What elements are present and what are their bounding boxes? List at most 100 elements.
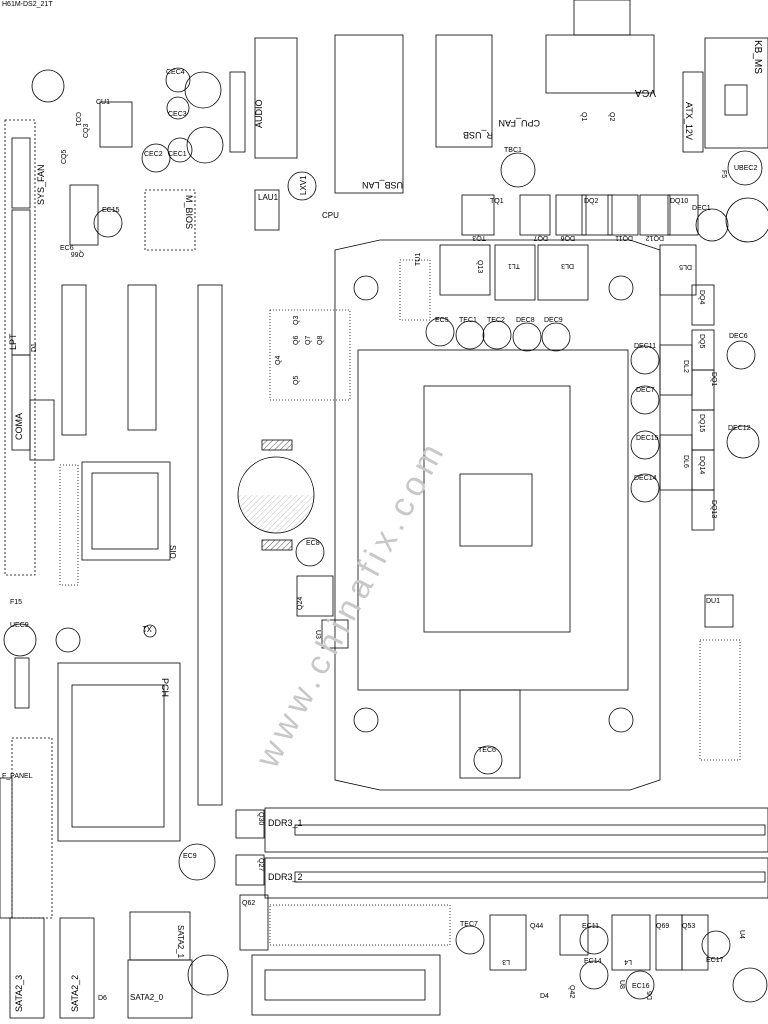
watermark-text: www.chinafix.com xyxy=(248,433,454,775)
q6-label: Q6 xyxy=(293,336,300,345)
dq6-label: DQ6 xyxy=(561,234,576,241)
sata2-2-label: SATA2_2 xyxy=(70,975,80,1012)
q7-label: Q7 xyxy=(305,336,312,345)
dec6-label: DEC6 xyxy=(729,333,748,340)
f5-label: F5 xyxy=(720,170,727,178)
d5-label: D5 xyxy=(647,991,654,1000)
vga-label: VGA xyxy=(635,87,656,98)
dq12-label: DQ12 xyxy=(646,234,664,241)
ddr3-slot-2 xyxy=(264,857,768,899)
ec9-label: EC9 xyxy=(183,853,197,860)
q24-label: Q24 xyxy=(297,597,304,610)
q53-label: Q53 xyxy=(682,923,695,930)
q30-label: Q30 xyxy=(257,812,264,825)
tec1-label: TEC1 xyxy=(459,317,477,324)
tq3-label: TQ3 xyxy=(472,234,486,241)
sio-label: SIO xyxy=(168,545,177,559)
dq7-label: DQ7 xyxy=(534,234,549,241)
lau1-label: LAU1 xyxy=(258,193,279,202)
dq5-label: DQ5 xyxy=(698,334,705,349)
tec6-label: TEC6 xyxy=(478,747,496,754)
ec14-label: EC14 xyxy=(584,958,602,965)
ddr3-slot-1 xyxy=(264,807,768,853)
dq1-label: DQ1 xyxy=(710,372,717,387)
f-panel-connector xyxy=(0,777,13,919)
sata2-3-label: SATA2_3 xyxy=(14,975,24,1012)
usb-lan-connector xyxy=(334,34,404,194)
du1-chip xyxy=(704,594,734,628)
cpu-socket-core xyxy=(423,385,571,633)
q5-label: Q5 xyxy=(293,376,300,385)
lpt-connector xyxy=(11,209,31,356)
vga-connector xyxy=(545,34,655,94)
board-model-label: H61M-DS2_21T xyxy=(2,1,53,8)
cpu-socket-frame xyxy=(334,239,661,791)
q13-label: Q13 xyxy=(476,260,483,273)
cq5-label: CQ5 xyxy=(61,150,68,165)
q8-label: Q8 xyxy=(317,336,324,345)
x1-label: X1 xyxy=(142,624,152,633)
dl5-label: DL5 xyxy=(679,263,692,270)
cec2-label: CEC2 xyxy=(144,151,163,158)
f-panel-label: F_PANEL xyxy=(2,773,33,780)
uec9-label: UEC9 xyxy=(10,622,29,629)
l3-label: L3 xyxy=(502,958,510,965)
l4-label: L4 xyxy=(624,958,632,965)
q44-label: Q44 xyxy=(530,923,543,930)
sio-chip xyxy=(81,461,171,561)
lpt-label: LPT xyxy=(8,333,18,350)
f15-label: F15 xyxy=(10,599,22,606)
atx-12v-connector xyxy=(682,71,704,153)
lau1-chip xyxy=(254,189,280,231)
cpu-label: CPU xyxy=(322,211,339,220)
audio-label: AUDIO xyxy=(254,99,264,128)
cpu-fan-label: CPU_FAN xyxy=(498,118,540,128)
kb-ms-connector xyxy=(704,37,768,149)
d1-label: D1 xyxy=(31,343,38,352)
dl6-label: DL6 xyxy=(682,455,689,468)
dec12-label: DEC12 xyxy=(728,425,751,432)
pch-chip xyxy=(57,662,181,842)
cec4-label: CEC4 xyxy=(166,69,185,76)
q3-label: Q3 xyxy=(293,316,300,325)
ec16-label: EC16 xyxy=(632,983,650,990)
kb-ms-label: KB_MS xyxy=(752,40,763,74)
dec8-label: DEC8 xyxy=(516,317,535,324)
q42-label: Q42 xyxy=(568,985,575,998)
usb-lan-label: USB_LAN xyxy=(362,180,403,190)
u4-label: U4 xyxy=(738,930,745,939)
q2-label: Q2 xyxy=(608,112,615,121)
dec7-label: DEC7 xyxy=(636,387,655,394)
u8-label: U8 xyxy=(618,980,625,989)
d6-label: D6 xyxy=(98,995,107,1002)
pci-slot xyxy=(251,954,441,1016)
cec1-label: CEC1 xyxy=(168,151,187,158)
tbc1-label: TBC1 xyxy=(504,147,522,154)
cq3-label: CQ3 xyxy=(83,124,90,139)
du1-label: DU1 xyxy=(706,598,720,605)
r-usb-label: R_USB xyxy=(463,130,493,140)
tu1-label: TU1 xyxy=(415,253,422,266)
dec11-label: DEC11 xyxy=(634,343,656,350)
sys-fan-label: SYS_FAN xyxy=(36,164,46,205)
m-bios-label: M_BIOS xyxy=(184,195,194,229)
q4-label: Q4 xyxy=(275,356,282,365)
dl3-label: DL3 xyxy=(561,262,574,269)
dec14-label: DEC14 xyxy=(634,475,657,482)
dq15-label: DQ15 xyxy=(698,414,705,432)
q66-label: Q66 xyxy=(71,250,84,257)
cec3-label: CEC3 xyxy=(168,111,187,118)
dq11-label: DQ11 xyxy=(615,234,633,241)
tec7-label: TEC7 xyxy=(460,921,478,928)
bios-chip xyxy=(144,189,196,251)
d4-label: D4 xyxy=(540,993,549,1000)
dq4-label: DQ4 xyxy=(698,290,705,305)
co1-label: CO1 xyxy=(74,112,81,127)
q69-label: Q69 xyxy=(656,923,669,930)
coma-label: COMA xyxy=(14,413,24,440)
sata2-0-label: SATA2_0 xyxy=(130,993,164,1002)
ddr3-2-label: DDR3_2 xyxy=(268,872,303,882)
sata2-0-connector xyxy=(127,959,193,1019)
u3-label: U3 xyxy=(314,630,321,639)
